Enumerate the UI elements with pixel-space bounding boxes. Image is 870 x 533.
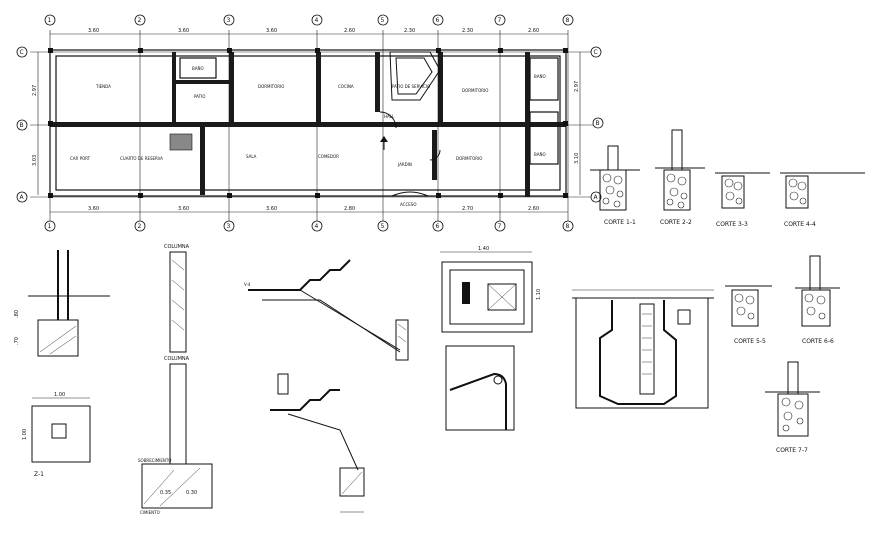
- grid-label: 8: [566, 223, 570, 230]
- corte-4-4: CORTE 4-4: [780, 172, 865, 228]
- dim-text: 2.60: [528, 28, 539, 34]
- stair-detail-lower: [270, 373, 365, 513]
- dim-text: 3.60: [88, 28, 99, 34]
- z1-height: 1.00: [22, 429, 28, 440]
- room-labels: TIENDA BAÑO PATIO DORMITORIO COCINA PATI…: [70, 66, 546, 207]
- grid-label: 5: [381, 17, 385, 24]
- dim-text: 2.70: [462, 206, 473, 212]
- dim-035: 0.35: [160, 490, 171, 496]
- dim-140: 1.40: [478, 246, 489, 252]
- room-dormitorio-3: DORMITORIO: [456, 156, 482, 161]
- grid-label: 6: [436, 17, 440, 24]
- grid-label: 1: [48, 17, 52, 24]
- grid-label: 4: [315, 17, 319, 24]
- corte-2-2-label: CORTE 2-2: [660, 219, 692, 226]
- dim-text: 2.30: [404, 28, 415, 34]
- grid-label: A: [20, 194, 25, 201]
- cimiento-label: CIMIENTO: [140, 510, 160, 515]
- room-cocina: COCINA: [338, 84, 354, 89]
- columna-bottom-label: COLUMNA: [164, 356, 190, 362]
- grid-label: 3: [227, 17, 231, 24]
- room-car-port: CAR PORT: [70, 156, 91, 161]
- grid-bubbles-top: 1 2 3 4 5 6 7 8: [44, 14, 574, 26]
- room-cuarto-reserva: CUARTO DE RESERVA: [120, 156, 163, 161]
- corte-5-5: CORTE 5-5: [725, 285, 772, 345]
- dim-text: 3.60: [88, 206, 99, 212]
- grid-label: 1: [48, 223, 52, 230]
- corte-1-1-label: CORTE 1-1: [604, 219, 636, 226]
- corte-4-4-label: CORTE 4-4: [784, 221, 816, 228]
- corte-3-3-label: CORTE 3-3: [716, 221, 748, 228]
- columna-detail: COLUMNA COLUMNA SOBRECIMIENTO CIMIENTO 0…: [138, 244, 213, 515]
- room-acceso: ACCESO: [400, 202, 416, 207]
- grid-label: 7: [498, 17, 502, 24]
- corte-6-6-label: CORTE 6-6: [802, 338, 834, 345]
- grid-label: 2: [138, 17, 142, 24]
- floor-plan: 1 2 3 4 5 6 7 8 1 2 3 4 5 6 7 8 C B A C …: [16, 14, 604, 232]
- grid-label: 5: [381, 223, 385, 230]
- svg-text:.80: .80: [14, 310, 20, 318]
- room-comedor: COMEDOR: [318, 154, 339, 159]
- z1-width: 1.00: [54, 392, 65, 398]
- grid-label: B: [596, 120, 600, 127]
- pit-section: [572, 289, 714, 409]
- column-footing-detail-left: .70 .80: [14, 250, 110, 357]
- sobrecimiento-label: SOBRECIMIENTO: [138, 458, 171, 463]
- room-sala: SALA: [246, 154, 257, 159]
- grid-label: 2: [138, 223, 142, 230]
- dim-030: 0.30: [186, 490, 197, 496]
- corte-3-3: CORTE 3-3: [715, 172, 770, 228]
- svg-text:V-4: V-4: [244, 282, 251, 287]
- room-patio: PATIO: [194, 94, 205, 99]
- columna-top-label: COLUMNA: [164, 244, 190, 250]
- grid-label: 3: [227, 223, 231, 230]
- z1-label: Z-1: [34, 471, 44, 478]
- room-bano-2: BAÑO: [534, 74, 546, 79]
- room-jardin: JARDIN: [397, 162, 412, 167]
- dim-text: 3.60: [178, 206, 189, 212]
- corte-6-6: CORTE 6-6: [795, 255, 840, 345]
- dim-text: 3.03: [32, 155, 38, 166]
- dim-text: 2.97: [574, 81, 580, 92]
- corte-5-5-label: CORTE 5-5: [734, 338, 766, 345]
- plan-dimensions: 3.60 3.60 3.60 2.60 2.30 2.30 2.60 3.60 …: [32, 28, 580, 212]
- dim-text: 2.30: [462, 28, 473, 34]
- room-tienda: TIENDA: [95, 84, 111, 89]
- zapata-z1: 1.00 1.00 Z-1: [22, 392, 91, 478]
- grid-label: 8: [566, 17, 570, 24]
- grid-label: B: [20, 122, 24, 129]
- room-bano-3: BAÑO: [534, 152, 546, 157]
- room-patio-servicio: PATIO DE SERVICIO: [392, 84, 430, 89]
- dim-text: 3.60: [178, 28, 189, 34]
- tank-plan: 1.40 1.10: [440, 246, 542, 333]
- dim-text: 2.97: [32, 85, 38, 96]
- grid-label: A: [594, 194, 599, 201]
- dim-text: 3.10: [574, 153, 580, 164]
- room-bano: BAÑO: [192, 66, 204, 71]
- grid-bubbles-sides: C B A C B A: [16, 46, 604, 203]
- dim-text: 3.60: [266, 206, 277, 212]
- corte-7-7: CORTE 7-7: [765, 361, 820, 454]
- dim-text: 2.60: [344, 28, 355, 34]
- dim-text: 2.60: [528, 206, 539, 212]
- grid-label: 4: [315, 223, 319, 230]
- room-hall: HALL: [384, 114, 395, 119]
- corte-2-2: CORTE 2-2: [655, 129, 705, 226]
- stair-detail-upper: V-4: [244, 259, 409, 361]
- svg-text:.70: .70: [14, 337, 20, 345]
- corner-beam-detail: [445, 345, 515, 431]
- grid-label: C: [594, 49, 598, 56]
- grid-label: 7: [498, 223, 502, 230]
- room-dormitorio-2: DORMITORIO: [462, 88, 488, 93]
- grid-label: C: [20, 49, 24, 56]
- dim-text: 2.80: [344, 206, 355, 212]
- dim-text: 3.60: [266, 28, 277, 34]
- grid-bubbles-bottom: 1 2 3 4 5 6 7 8: [44, 220, 574, 232]
- dim-110: 1.10: [536, 289, 542, 300]
- room-dormitorio-1: DORMITORIO: [258, 84, 284, 89]
- corte-1-1: CORTE 1-1: [590, 145, 640, 226]
- corte-7-7-label: CORTE 7-7: [776, 447, 808, 454]
- grid-label: 6: [436, 223, 440, 230]
